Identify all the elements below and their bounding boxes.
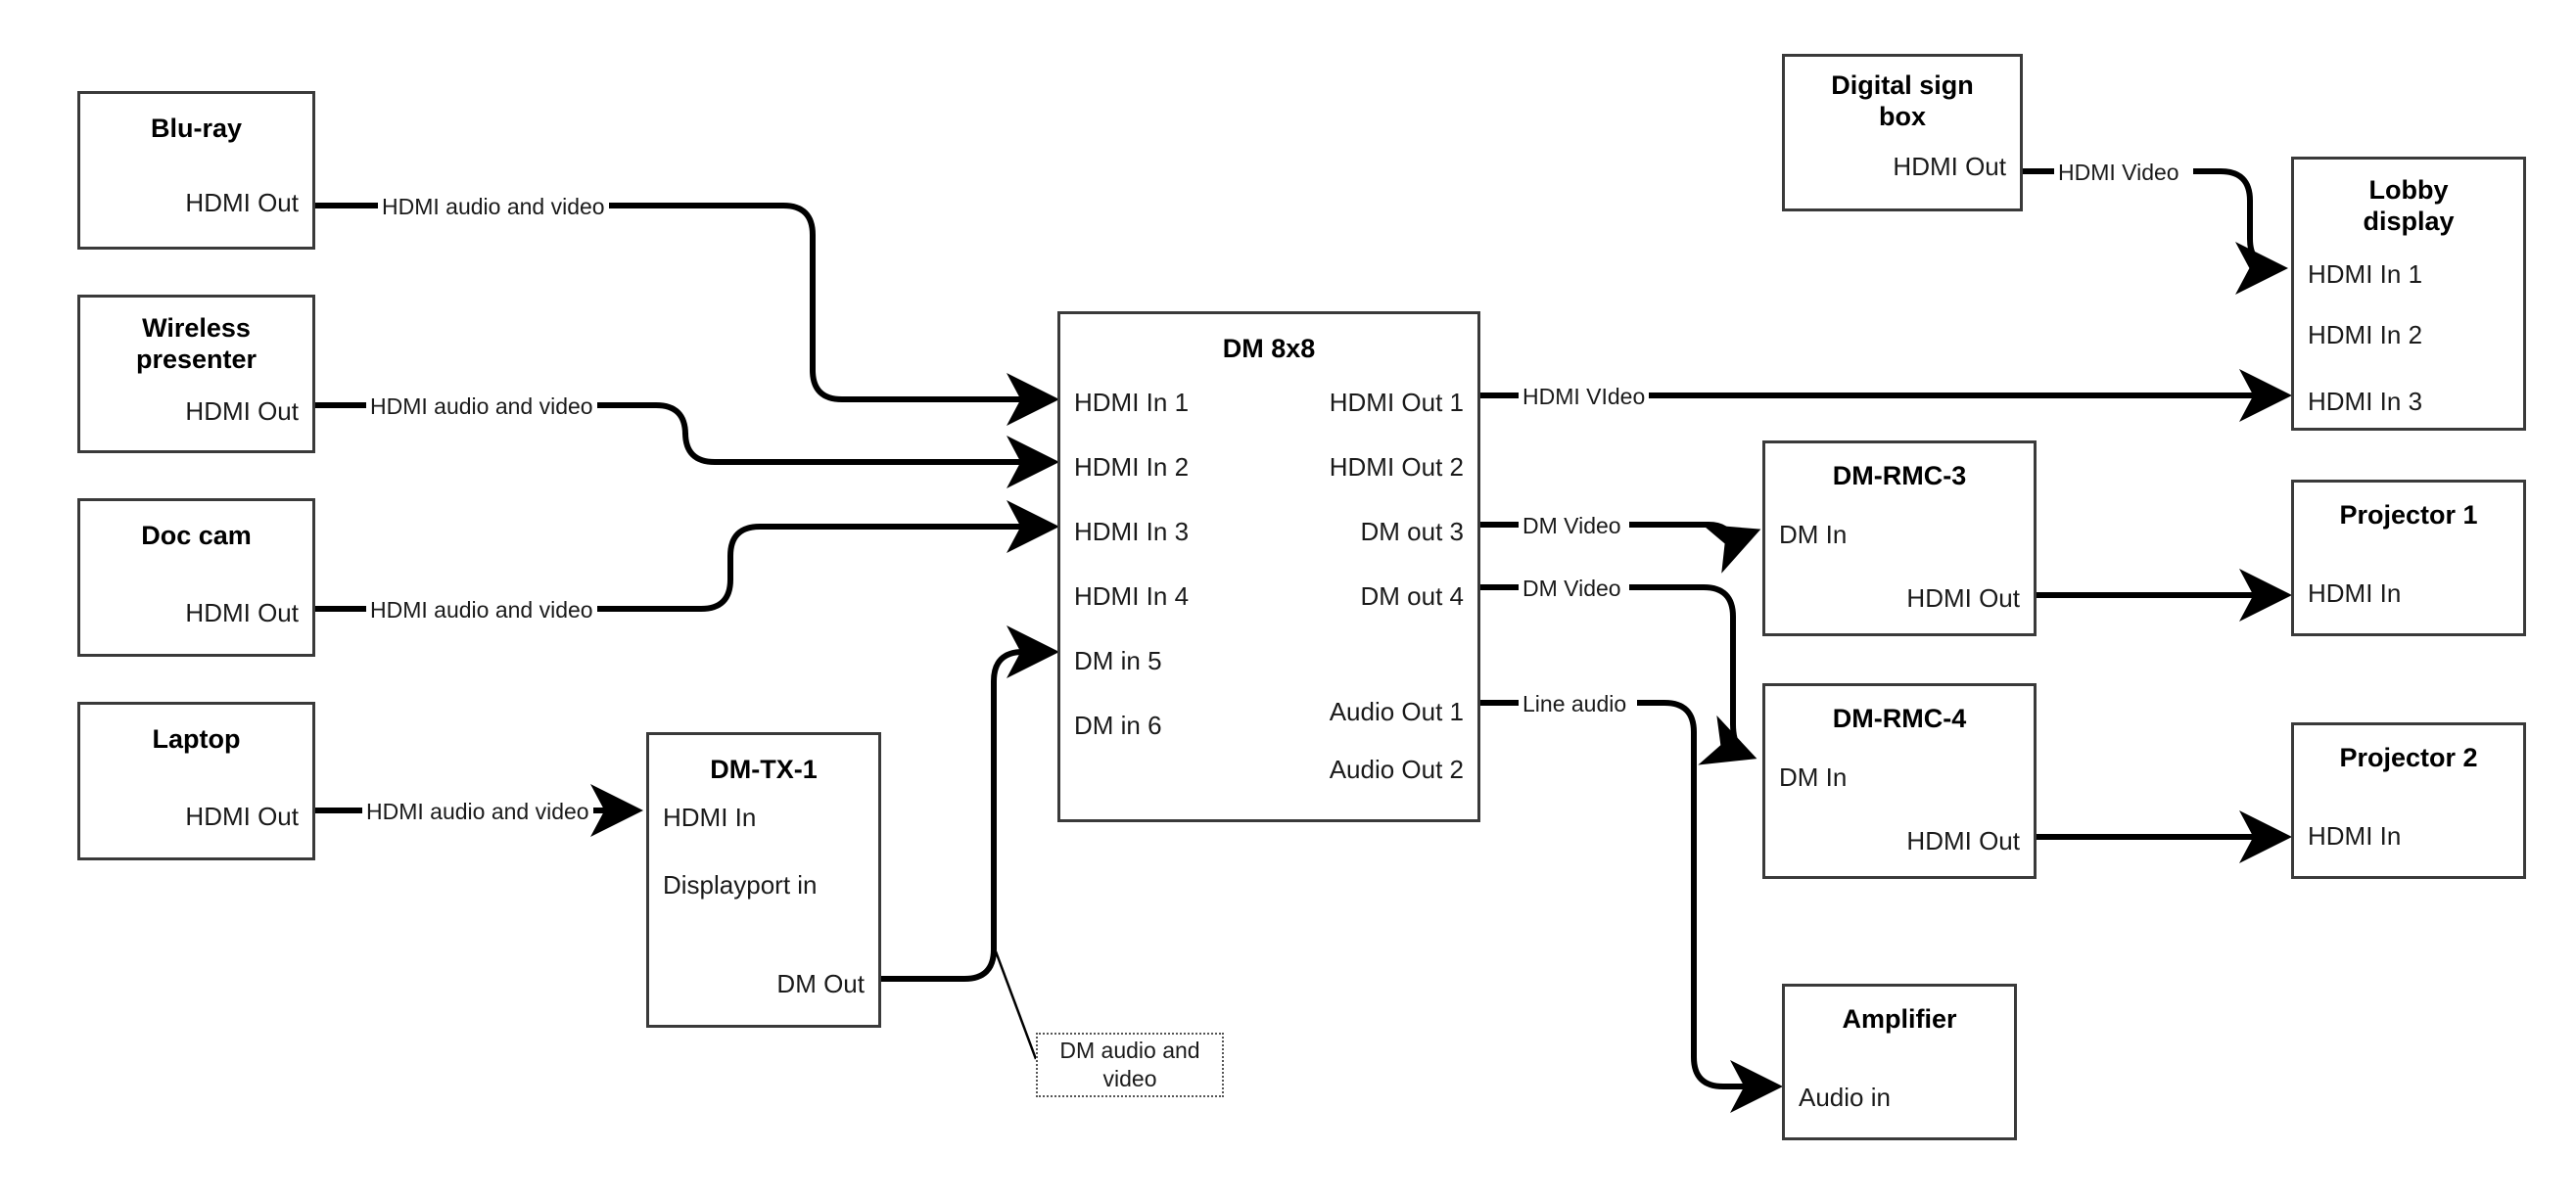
wire-bluray-to-dm8x8-in1 xyxy=(315,203,1059,426)
node-dm-tx-1[interactable]: DM-TX-1 HDMI In Displayport in DM Out xyxy=(646,732,881,1028)
node-dm-tx-1-port-dm-out: DM Out xyxy=(776,969,865,998)
wire-annotation-leader xyxy=(994,950,1038,1060)
node-doc-cam-title: Doc cam xyxy=(141,521,252,550)
node-bluray-title: Blu-ray xyxy=(150,114,243,143)
node-laptop-port-hdmi-out: HDMI Out xyxy=(185,802,299,831)
wire-dm8x8-audio1-to-amp-run xyxy=(1637,700,1783,1113)
node-lobby-display-port-hdmi-in-1: HDMI In 1 xyxy=(2308,259,2423,289)
node-bluray-port-hdmi-out: HDMI Out xyxy=(185,188,299,217)
wire-label-dm-video-4: DM Video xyxy=(1519,577,1625,600)
node-dm-8x8-port-audio-out-1: Audio Out 1 xyxy=(1329,697,1464,726)
wire-label-bluray: HDMI audio and video xyxy=(378,196,609,218)
node-digital-sign-box[interactable]: Digital sign box HDMI Out xyxy=(1782,54,2023,211)
node-wireless-presenter[interactable]: Wireless presenter HDMI Out xyxy=(77,295,315,453)
node-projector-1-port-hdmi-in: HDMI In xyxy=(2308,578,2402,608)
node-wireless-presenter-title-line2: presenter xyxy=(135,345,258,374)
node-dm-tx-1-title: DM-TX-1 xyxy=(710,755,818,784)
node-amplifier-title: Amplifier xyxy=(1842,1004,1957,1034)
wire-dmtx-to-dm8x8-in5 xyxy=(881,625,1059,982)
node-dm-rmc-4-port-hdmi-out: HDMI Out xyxy=(1906,826,2020,855)
node-wireless-presenter-title-line1: Wireless xyxy=(142,313,251,343)
node-dm-8x8-port-hdmi-in-4: HDMI In 4 xyxy=(1074,581,1190,611)
node-doc-cam[interactable]: Doc cam HDMI Out xyxy=(77,498,315,657)
node-amplifier-port-audio-in: Audio in xyxy=(1799,1083,1891,1112)
node-projector-1-title: Projector 1 xyxy=(2339,500,2478,530)
node-lobby-display-title-line2: display xyxy=(2363,207,2455,236)
node-bluray[interactable]: Blu-ray HDMI Out xyxy=(77,91,315,250)
wire-dm8x8-out3-to-rmc3-run xyxy=(1629,522,1761,574)
node-dm-8x8-port-audio-out-2: Audio Out 2 xyxy=(1329,755,1464,784)
node-lobby-display-port-hdmi-in-3: HDMI In 3 xyxy=(2308,387,2423,416)
node-lobby-display[interactable]: Lobby display HDMI In 1 HDMI In 2 HDMI I… xyxy=(2291,157,2526,431)
node-dm-8x8-title: DM 8x8 xyxy=(1222,334,1316,363)
node-digital-sign-box-port-hdmi-out: HDMI Out xyxy=(1893,152,2006,181)
node-dm-rmc-3-title: DM-RMC-3 xyxy=(1832,461,1967,490)
node-dm-rmc-4-port-dm-in: DM In xyxy=(1779,762,1848,792)
node-dm-8x8-port-hdmi-in-2: HDMI In 2 xyxy=(1074,452,1190,482)
node-doc-cam-port-hdmi-out: HDMI Out xyxy=(185,598,299,627)
node-projector-2[interactable]: Projector 2 HDMI In xyxy=(2291,722,2526,879)
node-dm-8x8-port-dm-in-6: DM in 6 xyxy=(1074,711,1162,740)
node-dm-rmc-4[interactable]: DM-RMC-4 DM In HDMI Out xyxy=(1762,683,2037,879)
wire-label-line-audio: Line audio xyxy=(1519,693,1631,716)
node-dm-8x8[interactable]: DM 8x8 HDMI In 1 HDMI In 2 HDMI In 3 HDM… xyxy=(1057,311,1480,822)
wire-label-dm-video-3: DM Video xyxy=(1519,515,1625,537)
node-dm-8x8-port-hdmi-out-1: HDMI Out 1 xyxy=(1329,388,1464,417)
node-dm-8x8-port-hdmi-in-3: HDMI In 3 xyxy=(1074,517,1190,546)
node-wireless-presenter-port-hdmi-out: HDMI Out xyxy=(185,396,299,426)
node-dm-rmc-3[interactable]: DM-RMC-3 DM In HDMI Out xyxy=(1762,440,2037,636)
annotation-dm-audio-and-video: DM audio and video xyxy=(1036,1033,1224,1097)
node-dm-tx-1-port-displayport-in: Displayport in xyxy=(663,870,818,900)
node-dm-8x8-port-hdmi-in-1: HDMI In 1 xyxy=(1074,388,1190,417)
node-dm-tx-1-port-hdmi-in: HDMI In xyxy=(663,803,757,832)
node-lobby-display-port-hdmi-in-2: HDMI In 2 xyxy=(2308,320,2423,349)
wire-label-wireless: HDMI audio and video xyxy=(366,395,597,418)
node-projector-2-title: Projector 2 xyxy=(2339,743,2478,772)
node-lobby-display-title-line1: Lobby xyxy=(2368,175,2449,205)
wire-label-hdmi-video-out1: HDMI VIdeo xyxy=(1519,386,1650,408)
node-dm-8x8-port-dm-in-5: DM in 5 xyxy=(1074,646,1162,675)
node-digital-sign-box-title-line1: Digital sign xyxy=(1831,70,1974,100)
node-laptop[interactable]: Laptop HDMI Out xyxy=(77,702,315,860)
node-dm-rmc-3-port-dm-in: DM In xyxy=(1779,520,1848,549)
node-dm-rmc-4-title: DM-RMC-4 xyxy=(1832,704,1967,733)
wire-dm8x8-out4-to-rmc4-run xyxy=(1629,584,1757,765)
wire-label-laptop: HDMI audio and video xyxy=(362,801,593,823)
node-digital-sign-box-title-line2: box xyxy=(1878,102,1926,131)
node-dm-8x8-port-dm-out-3: DM out 3 xyxy=(1360,517,1465,546)
wire-label-hdmi-video-dsb: HDMI Video xyxy=(2054,162,2183,184)
node-dm-8x8-port-hdmi-out-2: HDMI Out 2 xyxy=(1329,452,1464,482)
wire-dsb-to-lobby-in1-run xyxy=(2193,168,2288,295)
node-projector-2-port-hdmi-in: HDMI In xyxy=(2308,821,2402,851)
node-dm-rmc-3-port-hdmi-out: HDMI Out xyxy=(1906,583,2020,613)
node-amplifier[interactable]: Amplifier Audio in xyxy=(1782,984,2017,1140)
wire-label-doccam: HDMI audio and video xyxy=(366,599,597,622)
node-projector-1[interactable]: Projector 1 HDMI In xyxy=(2291,480,2526,636)
node-laptop-title: Laptop xyxy=(152,724,241,754)
node-dm-8x8-port-dm-out-4: DM out 4 xyxy=(1360,581,1465,611)
